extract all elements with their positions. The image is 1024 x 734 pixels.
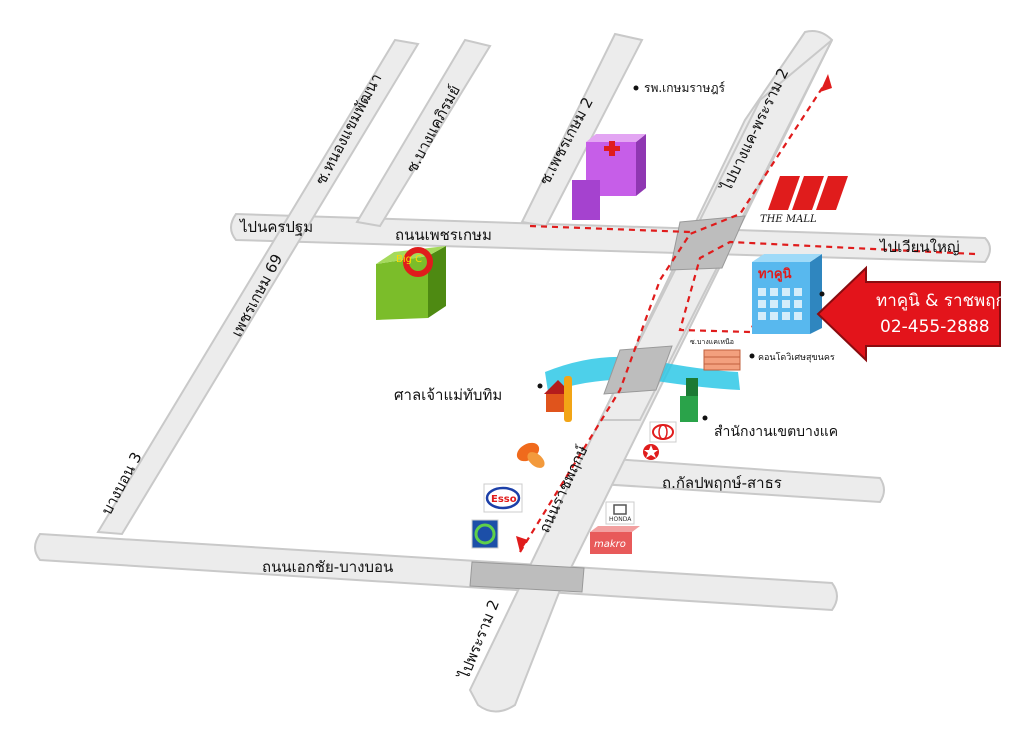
road-soi-diagonal	[355, 38, 492, 228]
condo-icon	[703, 349, 741, 371]
flower-logo-icon	[516, 442, 545, 468]
takuni-dot	[819, 291, 825, 297]
shrine-icon	[544, 376, 572, 422]
bridge-phetkasem	[669, 215, 746, 271]
callout-arrow: ทาคูนิ & ราชพฤกษ์ฯ 02-455-2888	[816, 265, 1024, 363]
esso-label: Esso	[491, 494, 517, 505]
callout-line1: ทาคูนิ & ราชพฤกษ์ฯ	[876, 291, 1024, 311]
label-alley-small: ซ.บางแคเหนือ	[690, 338, 734, 346]
takuni-building-icon: ทาคูนิ	[752, 254, 822, 334]
hospital-dot	[633, 85, 639, 91]
shrine-dot	[537, 383, 543, 389]
caltex-logo-icon	[643, 444, 659, 460]
bigc-label: Big C	[396, 254, 422, 265]
route-arrow-icon	[516, 536, 528, 552]
toyota-logo-icon	[649, 421, 677, 443]
road-left-diagonal	[96, 38, 420, 536]
the-mall-label: THE MALL	[760, 214, 817, 225]
label-to-wongwian-yai: ไปเวียนใหญ่	[879, 238, 960, 256]
honda-label: HONDA	[609, 516, 632, 523]
label-kalapaphruek: ถ.กัลปพฤกษ์-สาธร	[662, 474, 782, 492]
condo-dot	[749, 353, 755, 359]
district-office-icon	[680, 378, 698, 422]
bridge-canal	[603, 345, 673, 395]
bigc-icon: Big C	[376, 246, 446, 320]
district-office-dot	[702, 415, 708, 421]
fuel-logo-icon	[471, 519, 499, 549]
the-mall-logo: THE MALL	[760, 176, 848, 225]
road-ekkachai	[34, 532, 838, 612]
callout-line2: 02-455-2888	[880, 317, 990, 337]
label-district-office: สำนักงานเขตบางแค	[714, 424, 838, 440]
label-hospital: รพ.เกษมราษฎร์	[644, 81, 726, 95]
label-petchkasem-69: เพชรเกษม 69	[228, 251, 287, 340]
honda-logo-icon: HONDA	[605, 501, 635, 525]
route-arrow-icon	[820, 74, 832, 92]
hospital-icon	[572, 134, 646, 220]
makro-label: makro	[594, 539, 626, 550]
esso-logo-icon: Esso	[483, 483, 523, 513]
label-condo: คอนโดวิเศษสุขนคร	[758, 352, 835, 363]
road-kalapaphruek	[599, 456, 885, 504]
label-shrine: ศาลเจ้าแม่ทับทิม	[394, 386, 502, 404]
label-to-nakhon-pathom: ไปนครปฐม	[239, 218, 313, 236]
label-ekkachai: ถนนเอกชัย-บางบอน	[262, 558, 393, 576]
route-line	[519, 75, 976, 553]
makro-logo-icon: makro	[590, 526, 640, 554]
road-phetkasem	[230, 212, 991, 264]
takuni-building-label: ทาคูนิ	[758, 267, 792, 282]
bridge-ekkachai	[469, 561, 585, 593]
label-soi-a: ซ.หนองแขมพัฒนา	[312, 71, 386, 188]
label-phetkasem: ถนนเพชรเกษม	[395, 226, 492, 244]
